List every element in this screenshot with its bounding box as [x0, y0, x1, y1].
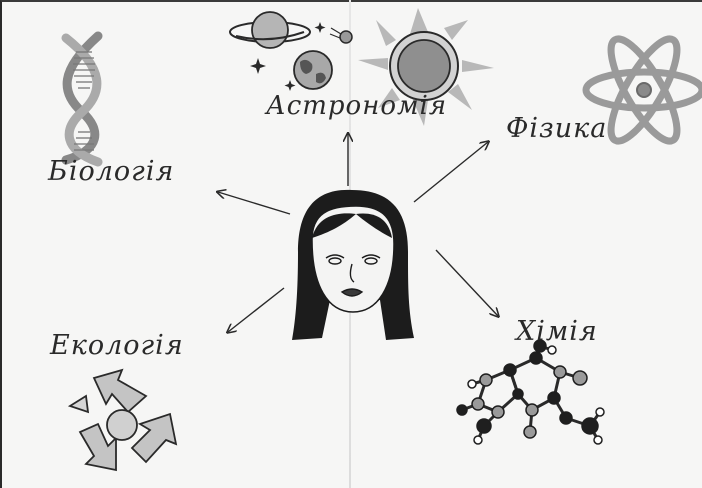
dna-helix-icon — [66, 36, 98, 162]
comet — [330, 28, 352, 43]
label-chemistry: Хімія — [516, 318, 598, 345]
recycle-icon — [70, 370, 176, 470]
label-physics: Фізика — [506, 115, 607, 142]
girl-portrait — [292, 190, 414, 340]
arrow-to-physics — [414, 142, 488, 202]
arrow-to-chemistry — [436, 250, 498, 316]
label-astronomy: Астрономія — [266, 93, 447, 119]
saturn-planet — [230, 12, 310, 48]
earth-planet — [294, 51, 332, 89]
label-biology: Біологія — [48, 158, 174, 185]
label-ecology: Екологія — [50, 332, 184, 359]
arrow-to-biology — [218, 192, 290, 214]
molecule-icon — [457, 340, 604, 444]
arrow-to-ecology — [228, 288, 284, 332]
